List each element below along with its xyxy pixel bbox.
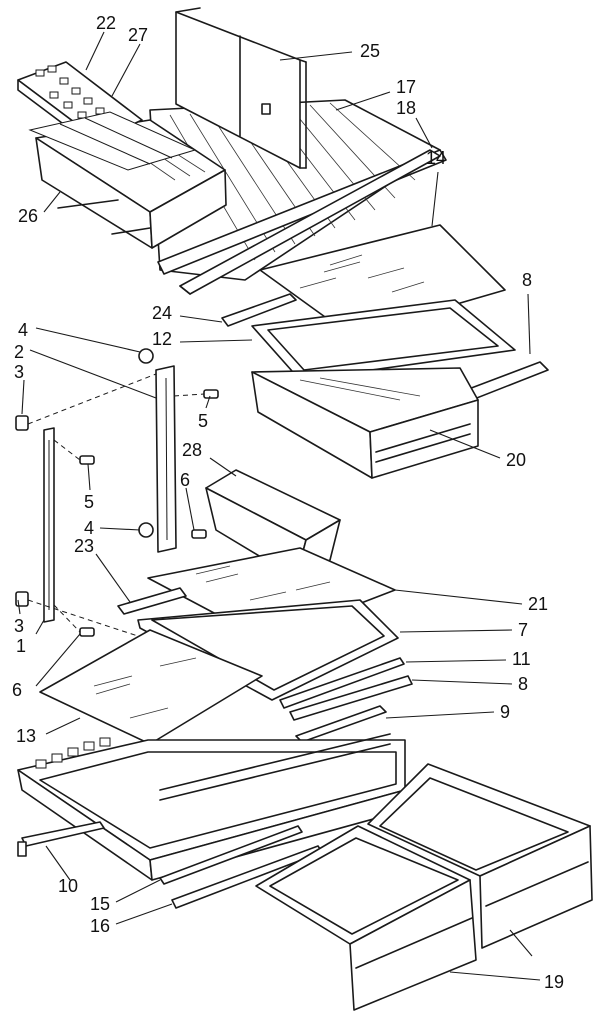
callout-6-lower: 6: [12, 680, 22, 700]
callout-17: 17: [396, 77, 416, 97]
meat-drawer-20: [251, 367, 479, 479]
shelf-slide-rail-23: [117, 587, 187, 615]
callout-9: 9: [500, 702, 510, 722]
callout-11: 11: [512, 649, 531, 669]
callout-5-lower: 5: [84, 492, 94, 512]
assembly-line-lower: [27, 599, 151, 641]
shelf-frame-7: [137, 599, 399, 701]
ice-tray-rack: [28, 111, 197, 171]
callout-20: 20: [506, 450, 526, 470]
callout-6-upper: 6: [180, 470, 190, 490]
support-cap-3-upper: [15, 415, 29, 431]
callout-27: 27: [128, 25, 148, 45]
bin-rod: [57, 199, 151, 235]
callout-14: 14: [426, 148, 446, 168]
shelf-slide-rail-24: [221, 293, 297, 327]
drawer-cover-frame: [251, 299, 516, 381]
callout-3-upper: 3: [14, 362, 24, 382]
crisper-cover-frame-10: [17, 733, 407, 881]
callout-13: 13: [16, 726, 36, 746]
screw-5-upper: [173, 389, 219, 399]
callout-21: 21: [528, 594, 548, 614]
callout-16: 16: [90, 916, 110, 936]
callout-24: 24: [152, 303, 172, 323]
callout-12: 12: [152, 329, 172, 349]
support-cap-4-lower: [138, 522, 154, 538]
callout-15: 15: [90, 894, 110, 914]
screw-5-lower: [53, 439, 95, 465]
callout-5-upper: 5: [198, 411, 208, 431]
callout-28: 28: [182, 440, 202, 460]
callout-2: 2: [14, 342, 24, 362]
shelf-support-right-2: [155, 365, 177, 553]
callout-10: 10: [58, 876, 78, 896]
screw-6-upper: [191, 529, 207, 539]
callout-18: 18: [396, 98, 416, 118]
callout-4-upper: 4: [18, 320, 28, 340]
crisper-drawer-19-front: [255, 825, 477, 1011]
callout-3-lower: 3: [14, 616, 24, 636]
callout-7: 7: [518, 620, 528, 640]
callout-26: 26: [18, 206, 38, 226]
support-cap-3-lower: [15, 591, 29, 607]
left-slide-bracket: [17, 821, 105, 857]
callout-8-mid: 8: [518, 674, 528, 694]
shelf-support-left-1: [43, 427, 55, 623]
drawer-slide-15: [159, 825, 303, 885]
callout-22: 22: [96, 13, 116, 33]
freezer-shelf-front-rail: [179, 149, 441, 295]
support-cap-4-upper: [138, 348, 154, 364]
crisper-drawer-19-rear: [367, 763, 593, 949]
assembly-line-upper: [27, 373, 157, 425]
callout-4-lower: 4: [84, 518, 94, 538]
glass-shelf-13: [39, 629, 263, 745]
leader-lines: [17, 31, 541, 981]
screw-6-lower: [53, 604, 95, 637]
callout-1: 1: [16, 636, 26, 656]
callout-8-top: 8: [522, 270, 532, 290]
crisper-cover-rail-11: [279, 657, 405, 709]
callout-numbers: 22 27 25 17 18 14 26 8 24 12 4 2 3 5 28 …: [12, 13, 564, 992]
crisper-cover-rail-8: [289, 675, 413, 721]
callout-23: 23: [74, 536, 94, 556]
callout-25: 25: [360, 41, 380, 61]
freezer-divider-panel: [175, 7, 307, 169]
callout-19: 19: [544, 972, 564, 992]
